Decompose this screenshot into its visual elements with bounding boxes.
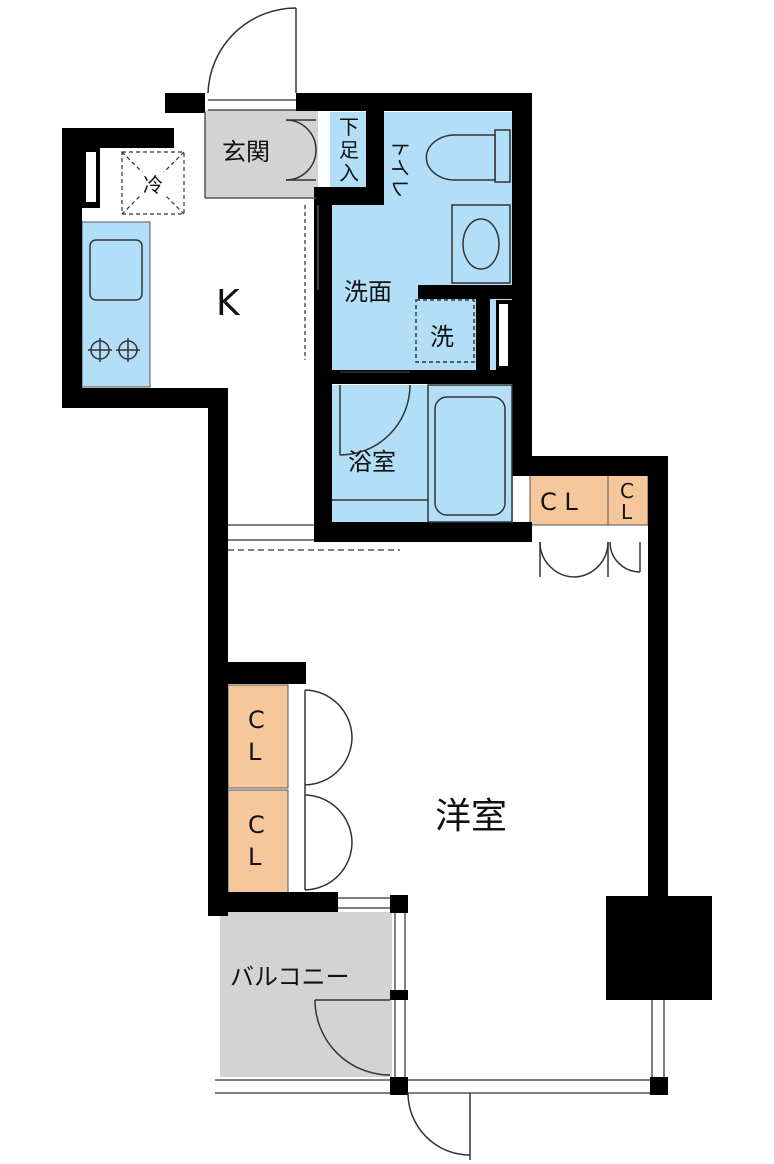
toilet-fixture	[425, 129, 511, 183]
closet-left-1	[227, 684, 289, 789]
washroom-window	[499, 304, 508, 366]
closet-left-2-label-2: L	[248, 843, 262, 871]
walls	[62, 93, 712, 1095]
washer-label: 洗	[430, 323, 454, 351]
shoe-box-label-2: 足	[339, 138, 359, 162]
western-room-label: 洋室	[435, 796, 507, 837]
kitchen-window	[86, 152, 96, 202]
shoe-box-label-3: 入	[339, 161, 359, 185]
thin-lines	[204, 99, 665, 1094]
washbasin	[451, 204, 511, 284]
closet-top-b-label-1: C	[620, 479, 634, 503]
entrance-label: 玄関	[222, 138, 270, 166]
washroom-label: 洗面	[344, 278, 392, 306]
entrance-floor	[205, 110, 318, 198]
corridor-floor	[225, 390, 320, 540]
bathroom-label: 浴室	[348, 448, 396, 476]
bathtub	[427, 384, 513, 523]
closet-top-b-label-2: L	[621, 500, 633, 524]
closet-left-1-label-1: C	[248, 706, 265, 734]
sink	[89, 239, 143, 301]
kitchen-label: K	[216, 283, 241, 324]
closet-left-2	[227, 789, 289, 894]
closet-left-1-label-2: L	[248, 738, 262, 766]
balcony-label: バルコニー	[230, 963, 350, 991]
fridge-label: 冷	[143, 173, 163, 197]
toilet-label: トイレ	[388, 138, 412, 198]
doors	[207, 7, 641, 1160]
washer-box	[415, 299, 475, 363]
balcony-floor	[220, 912, 392, 1077]
shoe-box-label-1: 下	[339, 115, 359, 139]
stove-burners	[88, 338, 140, 362]
fridge-label-bg	[140, 172, 170, 196]
closet-left-2-label-1: C	[248, 811, 265, 839]
closet-top-a-label: C L	[540, 488, 578, 516]
